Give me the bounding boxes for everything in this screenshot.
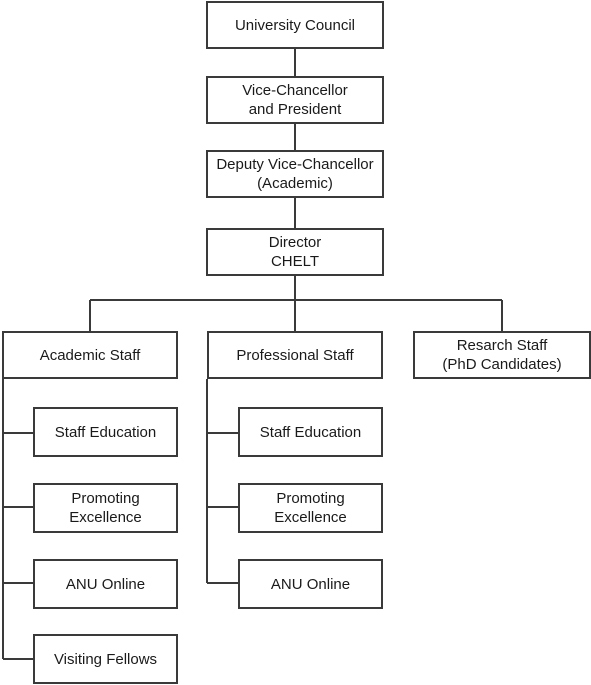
academic-anu-online-box: ANU Online [33, 559, 178, 609]
director-label-line1: Director [268, 234, 322, 251]
professional-promoting-excellence-label-line2: Excellence [274, 509, 347, 526]
academic-staff-box: Academic Staff [2, 331, 178, 379]
university-council-label: University Council [234, 16, 356, 34]
professional-anu-online-label: ANU Online [270, 575, 351, 593]
professional-staff-label: Professional Staff [236, 346, 354, 364]
research-staff-box: Resarch Staff (PhD Candidates) [413, 331, 591, 379]
academic-anu-online-label: ANU Online [65, 575, 146, 593]
academic-promoting-excellence-label-line2: Excellence [69, 509, 142, 526]
deputy-vice-chancellor-label-line2: (Academic) [257, 175, 333, 192]
academic-promoting-excellence-box: Promoting Excellence [33, 483, 178, 533]
deputy-vice-chancellor-box: Deputy Vice-Chancellor (Academic) [206, 150, 384, 198]
academic-visiting-fellows-box: Visiting Fellows [33, 634, 178, 684]
university-council-box: University Council [206, 1, 384, 49]
professional-promoting-excellence-box: Promoting Excellence [238, 483, 383, 533]
research-staff-label-line2: (PhD Candidates) [442, 356, 562, 373]
academic-staff-education-box: Staff Education [33, 407, 178, 457]
professional-anu-online-box: ANU Online [238, 559, 383, 609]
academic-visiting-fellows-label: Visiting Fellows [53, 650, 158, 668]
director-chelt-box: Director CHELT [206, 228, 384, 276]
academic-staff-education-label: Staff Education [54, 423, 157, 441]
director-label-line2: CHELT [270, 253, 320, 270]
academic-promoting-excellence-label-line1: Promoting [71, 490, 140, 507]
research-staff-label-line1: Resarch Staff [456, 337, 548, 354]
professional-staff-education-label: Staff Education [259, 423, 362, 441]
professional-staff-box: Professional Staff [207, 331, 383, 379]
professional-promoting-excellence-label-line1: Promoting [276, 490, 345, 507]
vice-chancellor-box: Vice-Chancellor and President [206, 76, 384, 124]
deputy-vice-chancellor-label-line1: Deputy Vice-Chancellor [216, 156, 374, 173]
vice-chancellor-label-line2: and President [248, 101, 342, 118]
professional-staff-education-box: Staff Education [238, 407, 383, 457]
vice-chancellor-label-line1: Vice-Chancellor [242, 82, 348, 99]
academic-staff-label: Academic Staff [39, 346, 141, 364]
